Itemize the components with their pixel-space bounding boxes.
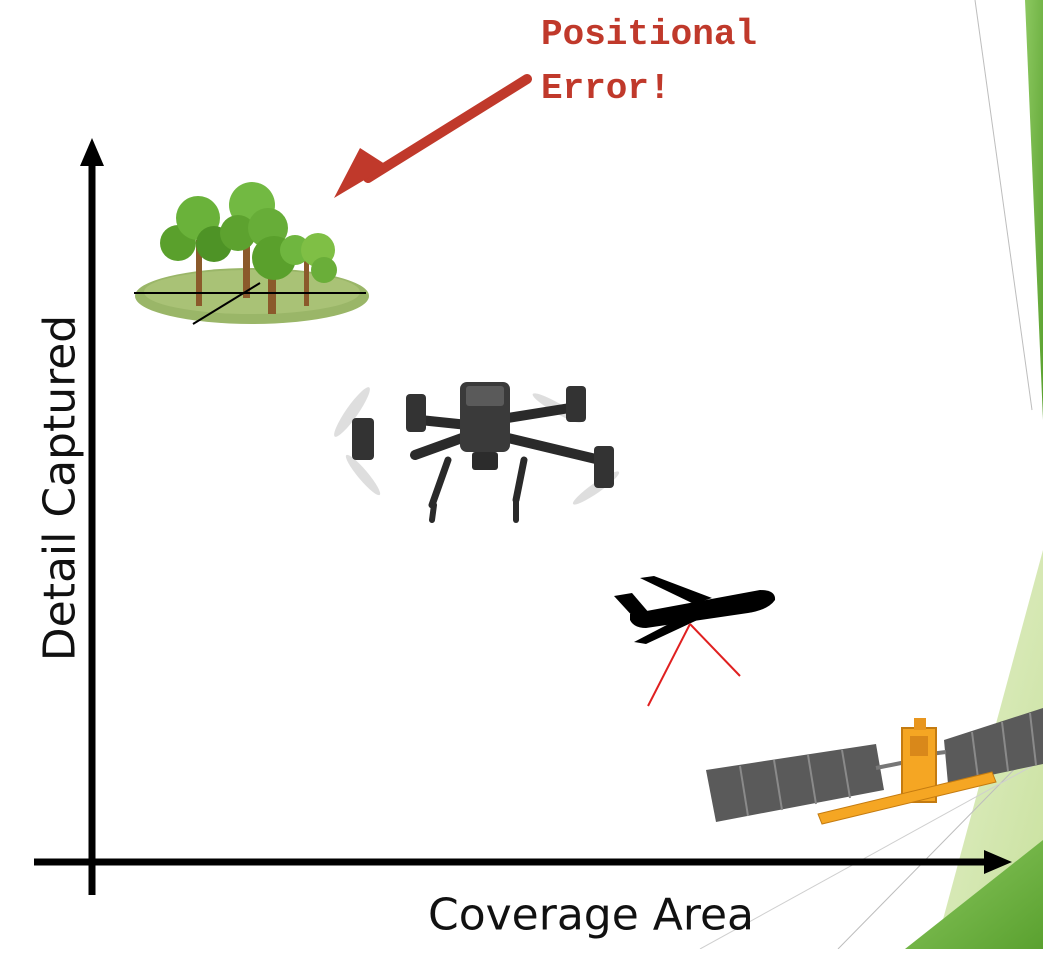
- decor-line-bottom: [837, 739, 1043, 950]
- green-wedge-top: [1025, 0, 1043, 420]
- axes: [34, 138, 1012, 895]
- x-axis-label: Coverage Area: [427, 889, 755, 941]
- airplane-view-right-line: [689, 623, 741, 677]
- decor-line-bottom-2: [699, 759, 1043, 950]
- trees-tilt-line: [192, 282, 261, 325]
- positional-error-label: Positional Error!: [541, 8, 757, 116]
- error-arrow-head: [334, 148, 388, 198]
- airplane-view-left-line: [647, 623, 691, 707]
- trees-icon: [134, 182, 369, 325]
- error-arrow-shaft: [363, 74, 532, 183]
- y-axis-arrowhead: [80, 138, 104, 166]
- y-axis-label: Detail Captured: [34, 314, 86, 662]
- satellite-icon: [706, 708, 1043, 825]
- error-label-line-2: Error!: [541, 68, 671, 109]
- airplane-icon: [614, 576, 776, 707]
- decor-line-top: [974, 0, 1033, 411]
- green-wedge-dark: [905, 840, 1043, 949]
- error-label-line-1: Positional: [541, 14, 758, 55]
- drone-icon: [334, 382, 620, 523]
- error-arrow: [334, 74, 532, 198]
- x-axis-arrowhead: [984, 850, 1012, 874]
